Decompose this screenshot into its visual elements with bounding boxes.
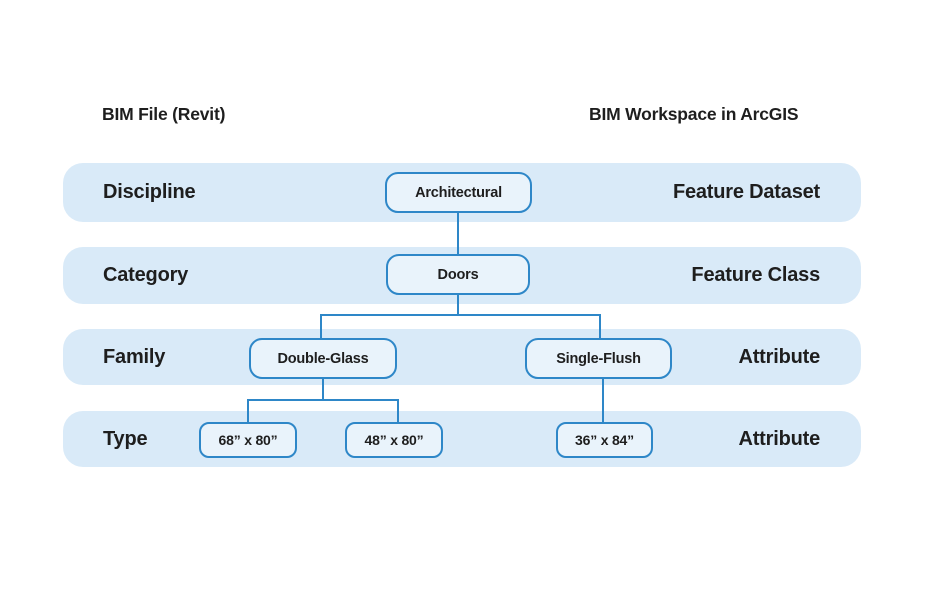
row-type: Type Attribute	[63, 411, 861, 467]
row-label-feature-class: Feature Class	[691, 264, 820, 286]
node-type-68x80: 68” x 80”	[199, 422, 297, 458]
row-label-attribute-type: Attribute	[738, 427, 820, 450]
row-label-feature-dataset: Feature Dataset	[672, 181, 820, 203]
header-bim-file: BIM File (Revit)	[102, 104, 226, 124]
node-type-48x80: 48” x 80”	[345, 422, 443, 458]
node-type-36x84: 36” x 84”	[556, 422, 653, 458]
node-single-flush: Single-Flush	[525, 338, 672, 379]
row-family: Family Attribute	[63, 329, 861, 385]
row-label-discipline: Discipline	[103, 181, 196, 203]
row-label-type: Type	[103, 427, 148, 450]
row-label-family: Family	[103, 345, 166, 368]
node-architectural: Architectural	[385, 172, 532, 213]
row-label-category: Category	[103, 264, 189, 286]
node-doors: Doors	[386, 254, 530, 295]
header-bim-workspace: BIM Workspace in ArcGIS	[589, 104, 799, 124]
row-label-attribute-family: Attribute	[738, 345, 820, 368]
node-double-glass: Double-Glass	[249, 338, 397, 379]
